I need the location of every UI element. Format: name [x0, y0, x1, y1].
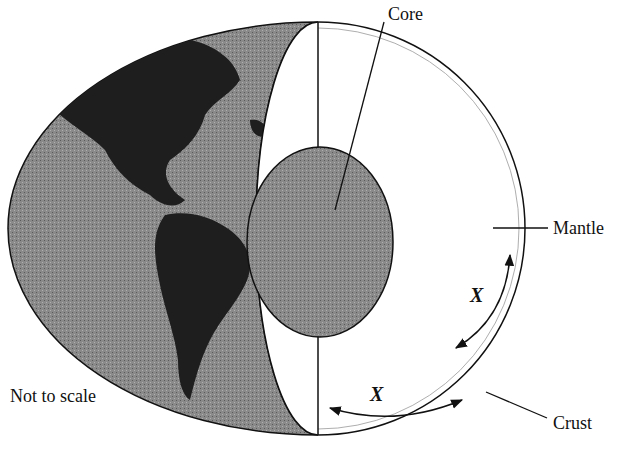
part-name: Crust — [553, 413, 592, 433]
note-text: Not to scale — [10, 386, 96, 406]
part-name: Core — [388, 4, 423, 24]
arrow-label: X — [470, 285, 483, 305]
arrow-label: X — [370, 384, 383, 404]
leader-line — [493, 227, 548, 228]
continents — [39, 26, 267, 400]
convection-arrow — [330, 400, 462, 416]
core-shape — [247, 147, 393, 337]
part-name: Mantle — [553, 218, 604, 238]
convection-arrow — [456, 255, 510, 348]
leader-line — [335, 22, 384, 210]
leader-line — [486, 392, 547, 418]
